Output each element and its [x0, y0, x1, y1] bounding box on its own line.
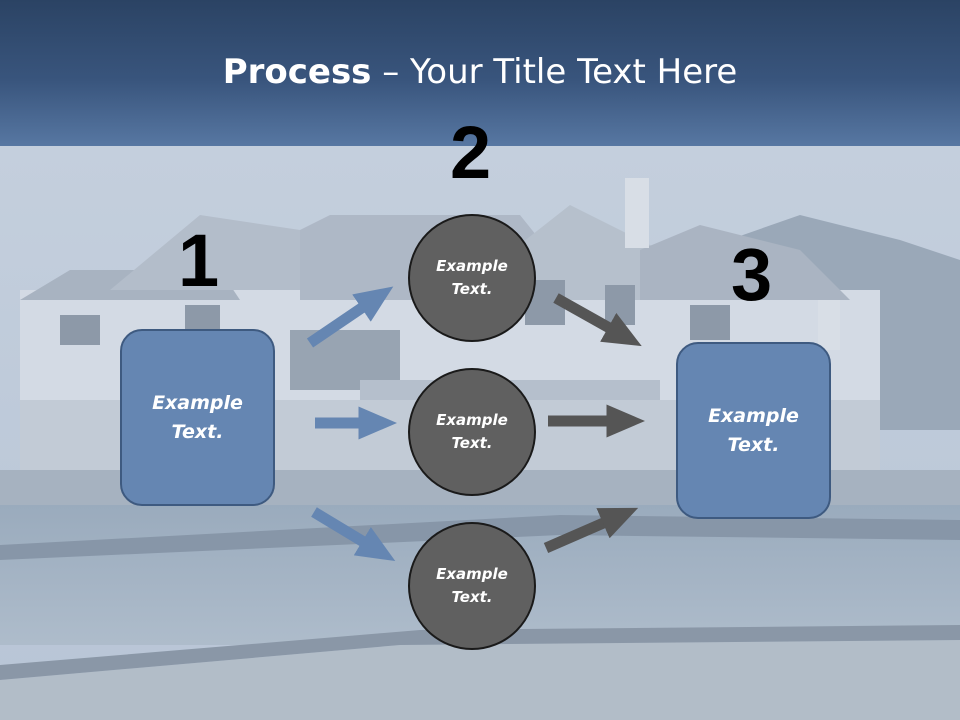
process-box-right: Example Text.	[676, 342, 831, 519]
step-number-2: 2	[450, 111, 492, 194]
arrow-circle-top-to-box3	[553, 293, 642, 347]
box-right-line2: Text.	[727, 433, 780, 456]
circle-middle-line1: Example	[436, 411, 508, 429]
circle-top-line2: Text.	[451, 280, 493, 298]
arrow-box1-to-circle-bottom	[311, 507, 396, 562]
title-banner	[0, 0, 960, 146]
step-number-3: 3	[731, 233, 773, 316]
box-left-line1: Example	[152, 391, 243, 414]
title-rest: – Your Title Text Here	[371, 52, 738, 92]
step-number-1: 1	[178, 219, 220, 302]
circle-middle-line2: Text.	[451, 434, 493, 452]
process-circle-middle: Example Text.	[408, 368, 536, 496]
box-right-line1: Example	[708, 404, 799, 427]
slide-title: Process – Your Title Text Here	[0, 52, 960, 92]
process-box-left: Example Text.	[120, 329, 275, 506]
circle-top-line1: Example	[436, 257, 508, 275]
box-left-line2: Text.	[171, 420, 224, 443]
circle-bottom-line2: Text.	[451, 588, 493, 606]
arrow-box1-to-circle-top	[306, 286, 394, 348]
arrow-circle-bottom-to-box3	[543, 507, 639, 554]
title-bold: Process	[222, 52, 372, 92]
process-circle-top: Example Text.	[408, 214, 536, 342]
circle-bottom-line1: Example	[436, 565, 508, 583]
process-circle-bottom: Example Text.	[408, 522, 536, 650]
